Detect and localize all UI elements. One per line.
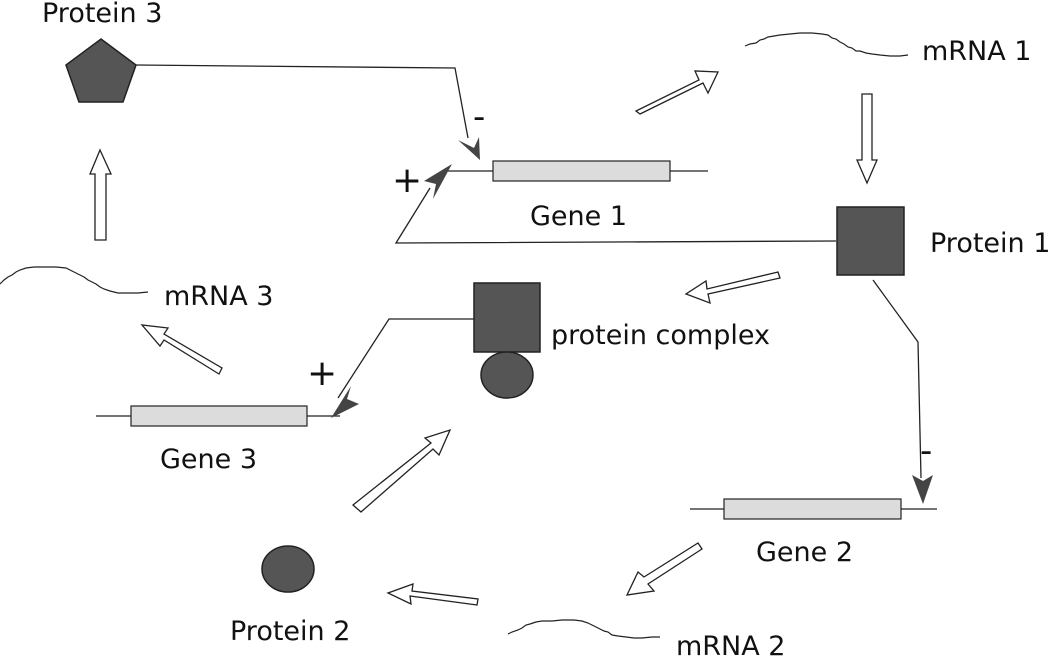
protein-1-label: Protein 1 xyxy=(930,228,1049,259)
sign-protein3-gene1: - xyxy=(473,97,485,137)
mrna-3-label: mRNA 3 xyxy=(164,281,274,312)
gene-3-label: Gene 3 xyxy=(160,444,257,475)
protein-2-circle-shape xyxy=(261,545,315,593)
regulation-line-protein1-gene2 xyxy=(872,279,922,479)
mrna-3: mRNA 3 xyxy=(0,266,274,312)
protein-3-label: Protein 3 xyxy=(42,0,162,29)
sign-protein1-gene2: - xyxy=(920,431,932,471)
translation-arrow-mrna1-protein1 xyxy=(856,93,878,185)
mrna-3-wave xyxy=(0,266,149,294)
translation-arrow-mrna3-protein3 xyxy=(89,148,113,241)
arrowhead-protein3-gene1 xyxy=(458,137,480,160)
regulation-line-complex-gene3 xyxy=(337,318,474,399)
transcription-arrow-gene1-mrna1 xyxy=(634,70,720,115)
sign-complex-gene3: + xyxy=(307,353,337,394)
regulation-line-protein1-gene1 xyxy=(394,187,837,244)
gene-3: Gene 3 xyxy=(96,405,340,475)
arrowhead-protein1-gene2 xyxy=(912,475,933,504)
mrna-2: mRNA 2 xyxy=(507,619,786,658)
protein-complex-square-shape xyxy=(473,282,541,353)
gene-2-label: Gene 2 xyxy=(756,537,853,568)
transcription-arrow-gene2-mrna2 xyxy=(625,542,703,596)
assembly-arrow-protein2-complex xyxy=(351,428,452,513)
mrna-1: mRNA 1 xyxy=(744,32,1032,67)
mrna-1-label: mRNA 1 xyxy=(922,36,1032,67)
protein-complex-label: protein complex xyxy=(551,320,770,351)
protein-complex: protein complex xyxy=(473,282,770,399)
gene-2: Gene 2 xyxy=(690,498,937,568)
mrna-2-label: mRNA 2 xyxy=(676,631,786,658)
regulation-line-protein3-gene1 xyxy=(135,64,469,139)
gene-2-coding-box xyxy=(723,498,902,520)
gene-1-coding-box xyxy=(492,160,671,182)
gene-1: Gene 1 xyxy=(448,160,708,232)
gene-3-coding-box xyxy=(130,405,308,427)
protein-1-square-shape xyxy=(836,206,905,276)
protein-1: Protein 1 xyxy=(836,206,1049,276)
protein-3: Protein 3 xyxy=(42,0,162,103)
mrna-1-wave xyxy=(744,32,909,57)
protein-2-label: Protein 2 xyxy=(230,616,350,647)
gene-1-label: Gene 1 xyxy=(530,201,627,232)
protein-3-pentagon-shape xyxy=(65,38,137,103)
mrna-2-wave xyxy=(507,619,660,639)
arrowhead-protein1-gene1 xyxy=(424,164,452,199)
protein-complex-circle-shape xyxy=(480,351,534,399)
assembly-arrow-protein1-complex xyxy=(684,271,781,305)
transcription-arrow-gene3-mrna3 xyxy=(140,324,223,375)
protein-2: Protein 2 xyxy=(230,545,350,647)
arrowhead-complex-gene3 xyxy=(331,386,359,418)
translation-arrow-mrna2-protein2 xyxy=(386,583,479,606)
sign-protein1-gene1: + xyxy=(392,160,422,201)
